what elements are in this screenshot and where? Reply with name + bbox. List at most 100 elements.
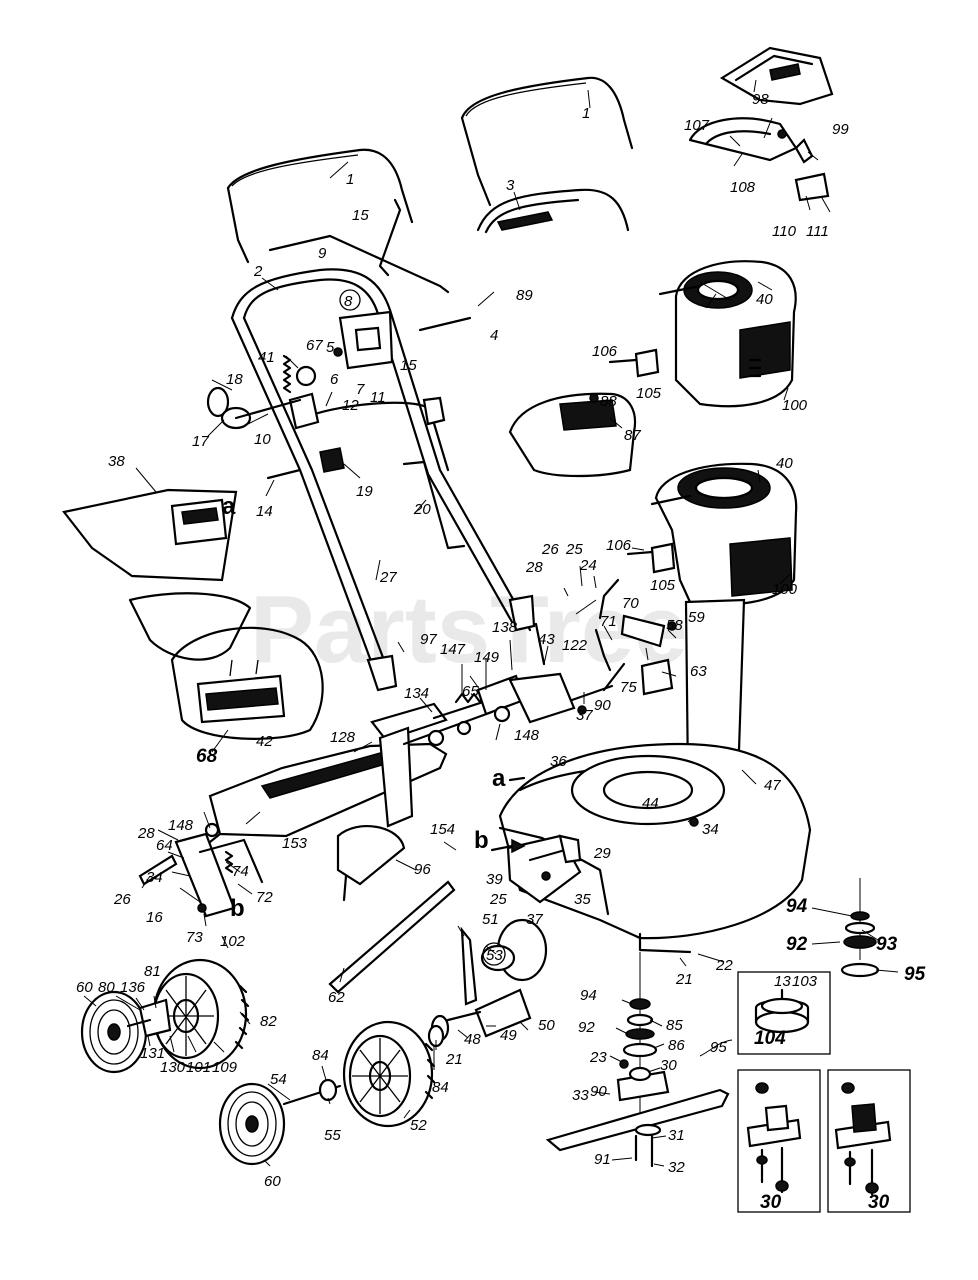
callout-40a: 40: [756, 291, 773, 308]
callout-22: 22: [715, 957, 733, 974]
callout-97: 97: [420, 631, 437, 648]
callout-94b: 94: [786, 896, 808, 917]
callout-105a: 105: [636, 385, 662, 402]
callout-81: 81: [144, 963, 161, 980]
callout-36: 36: [550, 753, 567, 770]
callout-19: 19: [356, 483, 373, 500]
callout-101: 101: [186, 1059, 211, 1076]
callout-88: 88: [600, 393, 617, 410]
callout-42: 42: [256, 733, 273, 750]
engine-upper: [658, 260, 797, 408]
callout-13: 13: [774, 973, 791, 990]
callout-41: 41: [258, 349, 275, 366]
callout-52: 52: [410, 1117, 427, 1134]
callout-58: 58: [666, 617, 683, 634]
callout-148a: 148: [514, 727, 540, 744]
callout-103: 103: [792, 973, 818, 990]
callout-43: 43: [538, 631, 555, 648]
bolt-4: [418, 316, 472, 332]
callout-14: 14: [256, 503, 273, 520]
callout-25a: 25: [565, 541, 583, 558]
callout-95a: 95: [710, 1039, 727, 1056]
upper-handle-right: [460, 76, 634, 207]
callout-134: 134: [404, 685, 429, 702]
callout-51: 51: [482, 911, 499, 928]
rear-wheel: [152, 958, 250, 1070]
callout-6: 6: [330, 371, 339, 388]
callout-30a: 30: [660, 1057, 677, 1074]
callout-15a: 15: [352, 207, 369, 224]
control-rod-9: [268, 234, 450, 294]
callout-34a: 34: [702, 821, 719, 838]
callout-1b: 1: [582, 105, 590, 122]
callout-147: 147: [440, 641, 466, 658]
callout-23: 23: [589, 1049, 607, 1066]
callout-40b: 40: [776, 455, 793, 472]
callout-80: 80: [98, 979, 115, 996]
callout-92a: 92: [578, 1019, 595, 1036]
callout-106a: 106: [592, 343, 618, 360]
callout-106b: 106: [606, 537, 632, 554]
callout-1: 1: [346, 171, 354, 188]
callout-37a: 37: [576, 707, 593, 724]
blade-baffle-62: [328, 880, 456, 994]
mulch-plug: [430, 918, 548, 1042]
callout-29: 29: [593, 845, 611, 862]
inset-adapter-part: [754, 988, 810, 1034]
callout-104: 104: [754, 1028, 786, 1049]
spring-41: [282, 354, 320, 430]
callout-86: 86: [668, 1037, 685, 1054]
deflector-bracket-107: [688, 117, 814, 164]
callout-17: 17: [192, 433, 209, 450]
callout-84b: 84: [432, 1079, 449, 1096]
reference-pointers: a a b b: [222, 493, 526, 922]
callout-105b: 105: [650, 577, 676, 594]
callout-108: 108: [730, 179, 756, 196]
callout-59: 59: [688, 609, 705, 626]
engine-main: [650, 462, 798, 782]
callout-10: 10: [254, 431, 271, 448]
callout-32: 32: [668, 1159, 685, 1176]
callout-3: 3: [506, 177, 515, 194]
callout-62: 62: [328, 989, 345, 1006]
callout-34b: 34: [146, 869, 163, 886]
callout-74: 74: [232, 863, 249, 880]
callout-73: 73: [186, 929, 203, 946]
deflector-hinge-110: [794, 172, 830, 202]
callout-9: 9: [318, 245, 327, 262]
callout-91: 91: [594, 1151, 611, 1168]
callout-30c: 30: [868, 1192, 890, 1213]
inset-adapter-b: [834, 1082, 892, 1196]
callout-55: 55: [324, 1127, 341, 1144]
callout-63: 63: [690, 663, 707, 680]
callout-90b: 90: [590, 1083, 607, 1100]
callout-28b: 28: [137, 825, 155, 842]
callout-67: 67: [306, 337, 323, 354]
callout-70: 70: [622, 595, 639, 612]
inset-adapter-a: [746, 1082, 802, 1194]
callout-53-circle: [482, 942, 506, 966]
ref-letter-b-axle: b: [230, 895, 245, 922]
lower-handle-right-top: [476, 188, 630, 234]
handle-knob-17: [206, 386, 302, 430]
inset-box-adapter-a: [737, 1069, 821, 1213]
callout-39: 39: [486, 871, 503, 888]
callout-138: 138: [492, 619, 518, 636]
mower-deck: [498, 742, 812, 954]
upper-handle-left: [226, 148, 414, 264]
callout-136: 136: [120, 979, 146, 996]
callout-92b: 92: [786, 934, 808, 955]
rear-axle-bracket: [138, 822, 264, 918]
side-plate: [506, 834, 582, 904]
callout-5: 5: [326, 339, 335, 356]
callout-68: 68: [196, 746, 218, 767]
callout-110: 110: [772, 223, 797, 240]
leader-lines: [83, 79, 899, 1167]
bail-block: [422, 396, 446, 426]
callout-99: 99: [832, 121, 849, 138]
callout-44: 44: [642, 795, 659, 812]
callout-26a: 26: [541, 541, 559, 558]
grass-bag: [62, 488, 324, 740]
ref-letter-a-bag: a: [222, 493, 236, 520]
baffle-96: [336, 825, 406, 902]
